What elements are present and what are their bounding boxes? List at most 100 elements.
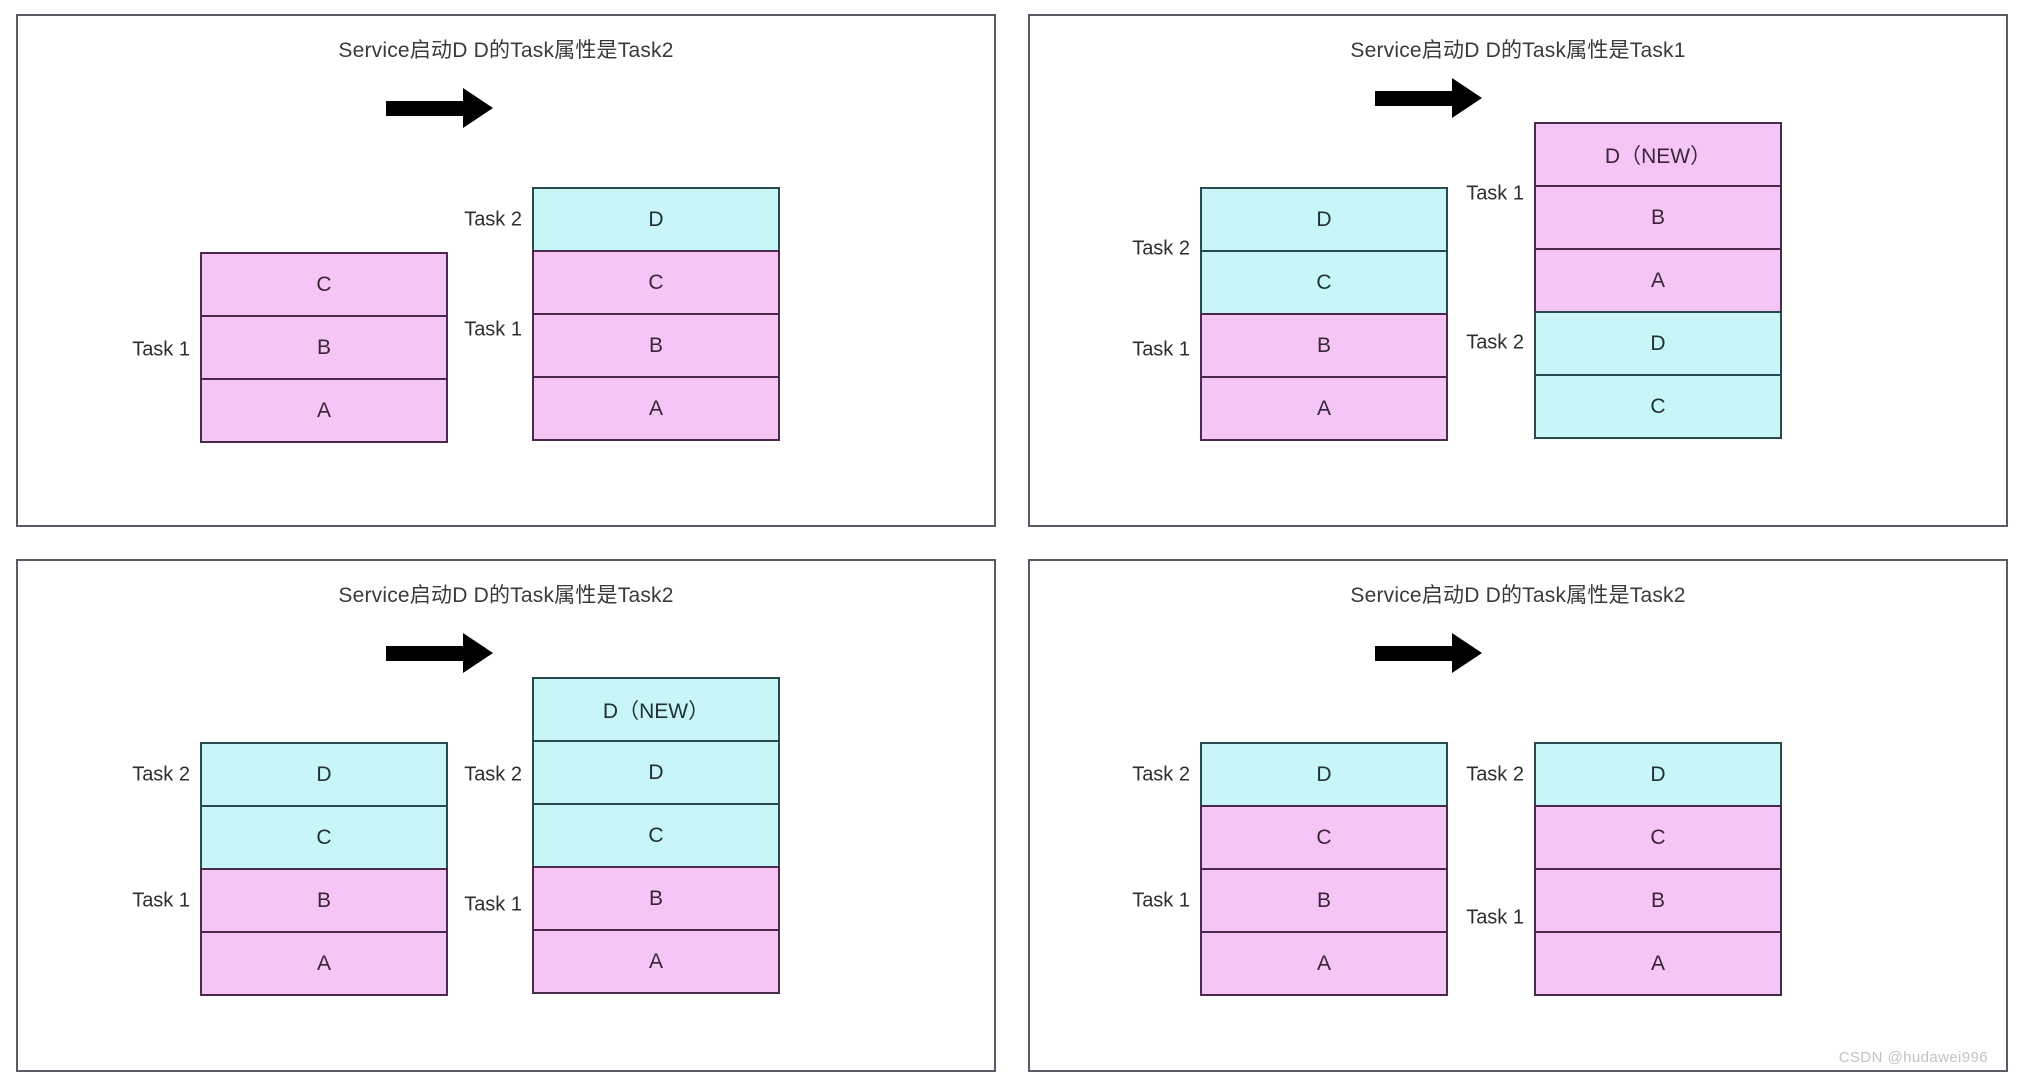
activity-label: A (1650, 268, 1665, 292)
activity-cell-b: B (200, 868, 448, 933)
activity-cell-c: C (532, 803, 780, 868)
activity-label: C (316, 272, 332, 296)
activity-label: A (1316, 396, 1331, 420)
activity-cell-d: D (200, 742, 448, 807)
panel-title: Service启动D D的Task属性是Task1 (1350, 39, 1686, 62)
activity-cell-a: A (1200, 931, 1448, 996)
activity-label: B (648, 886, 663, 910)
activity-label: B (316, 888, 331, 912)
activity-cell-b: B (1534, 185, 1782, 250)
watermark: CSDN @hudawei996 (1838, 1049, 1988, 1066)
activity-cell-c: C (1534, 374, 1782, 439)
task-group-label: Task 1 (1132, 889, 1190, 912)
activity-cell-b: B (200, 315, 448, 380)
activity-cell-d: D (1200, 742, 1448, 807)
transition-arrow-icon (386, 88, 493, 128)
activity-label: A (1650, 951, 1665, 975)
activity-label: C (648, 823, 664, 847)
activity-cell-c: C (200, 252, 448, 317)
activity-label: D（NEW） (1604, 144, 1712, 168)
activity-label: D (1650, 331, 1666, 355)
activity-label: A (648, 396, 663, 420)
activity-cell-b: B (1200, 868, 1448, 933)
panel-top-right: Service启动D D的Task属性是Task1 Task 2 Task 1 D… (1028, 14, 2008, 527)
panel-slot-top-right: Service启动D D的Task属性是Task1 Task 2 Task 1 D… (1012, 0, 2024, 545)
activity-stack: D（NEW） D C B A (532, 677, 780, 994)
activity-cell-a: A (1200, 376, 1448, 441)
activity-cell-d: D (532, 740, 780, 805)
activity-label: B (1650, 205, 1665, 229)
activity-cell-c: C (1200, 805, 1448, 870)
activity-label: B (648, 333, 663, 357)
activity-cell-c: C (532, 250, 780, 315)
activity-label: B (1316, 333, 1331, 357)
stack-side-labels: Task 1 (96, 252, 200, 447)
activity-cell-d: D (532, 187, 780, 252)
activity-label: A (648, 949, 663, 973)
activity-label: D (1316, 207, 1332, 231)
activity-label: C (1650, 394, 1666, 418)
activity-label: A (316, 398, 331, 422)
activity-label: D (316, 762, 332, 786)
activity-cell-d: D (1534, 742, 1782, 807)
transition-arrow-icon (386, 633, 493, 673)
activity-label: D (648, 760, 664, 784)
activity-label: C (316, 825, 332, 849)
activity-cell-c: C (200, 805, 448, 870)
activity-label: D (648, 207, 664, 231)
activity-stack: D（NEW） B A D C (1534, 122, 1782, 439)
activity-label: B (1316, 888, 1331, 912)
panel-title: Service启动D D的Task属性是Task2 (338, 584, 674, 607)
task-group-label: Task 1 (1132, 338, 1190, 360)
activity-cell-d: D (1200, 187, 1448, 252)
activity-stack: D C B A (1200, 742, 1448, 996)
activity-label: C (1316, 825, 1332, 849)
activity-label: C (1650, 825, 1666, 849)
activity-stack: D C B A (1200, 187, 1448, 441)
activity-cell-c: C (1200, 250, 1448, 315)
activity-label: C (1316, 270, 1332, 294)
activity-label: D (1316, 762, 1332, 786)
task-group-label: Task 2 (464, 763, 522, 785)
activity-cell-a: A (1534, 248, 1782, 313)
task-group-label: Task 2 (1132, 237, 1190, 260)
activity-cell-b: B (1534, 868, 1782, 933)
activity-cell-d: D (1534, 311, 1782, 376)
task-group-label: Task 2 (1466, 763, 1524, 785)
activity-cell-a: A (200, 378, 448, 443)
activity-cell-dnew: D（NEW） (532, 677, 780, 742)
transition-arrow-icon (1375, 633, 1482, 673)
transition-arrow-icon (1375, 78, 1482, 118)
activity-cell-b: B (1200, 313, 1448, 378)
panel-title: Service启动D D的Task属性是Task2 (338, 39, 674, 62)
task-group-label: Task 1 (464, 318, 522, 341)
task-group-label: Task 1 (1466, 906, 1524, 928)
stack-side-labels: Task 2 Task 1 (1430, 742, 1534, 1002)
activity-cell-b: B (532, 866, 780, 931)
activity-cell-c: C (1534, 805, 1782, 870)
activity-cell-a: A (532, 376, 780, 441)
task-group-label: Task 1 (1466, 182, 1524, 204)
activity-label: A (1316, 951, 1331, 975)
